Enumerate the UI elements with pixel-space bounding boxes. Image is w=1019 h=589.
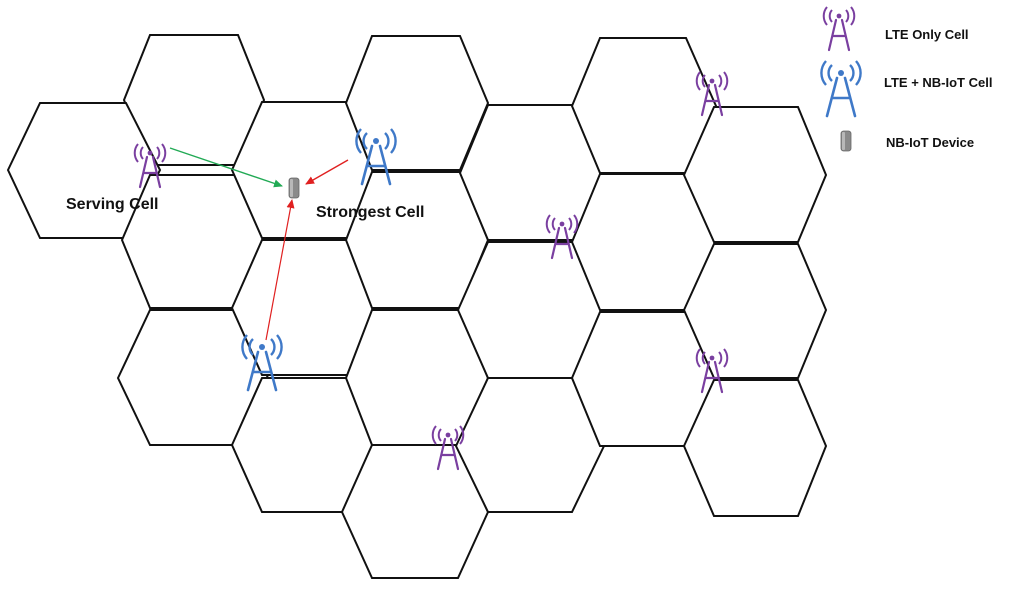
hex-cell — [344, 171, 490, 309]
legend: LTE Only Cell LTE + NB-IoT Cell NB-IoT D… — [820, 5, 992, 152]
hex-cell — [344, 35, 490, 171]
purple-antenna-tower-icon — [822, 5, 856, 52]
hexagon-grid — [6, 34, 828, 579]
hex-cell — [6, 102, 162, 239]
serving-cell-label: Serving Cell — [66, 196, 158, 213]
hex-cell — [682, 379, 828, 517]
strongest-cell-label: Strongest Cell — [316, 204, 424, 221]
hex-cell — [682, 106, 828, 243]
blue-antenna-tower-icon — [820, 59, 862, 118]
device-cylinder-icon — [288, 177, 300, 199]
legend-lte-only-label: LTE Only Cell — [885, 27, 969, 42]
legend-device-label: NB-IoT Device — [886, 135, 974, 150]
strongest-link-arrow — [305, 159, 349, 185]
interference-link-arrow — [265, 199, 295, 341]
signal-arrows — [169, 147, 349, 341]
legend-lte-nbiot-label: LTE + NB-IoT Cell — [884, 75, 992, 90]
hex-cell — [682, 243, 828, 379]
serving-link-arrow — [169, 147, 283, 188]
device-cylinder-icon — [840, 130, 852, 152]
